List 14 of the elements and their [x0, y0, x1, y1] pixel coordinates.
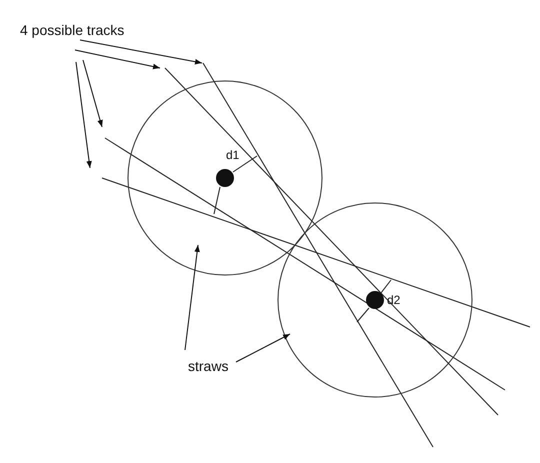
distance-label: d1 — [226, 147, 240, 163]
leader-arrow — [74, 50, 160, 70]
leader-arrow — [80, 40, 202, 64]
track-line — [104, 138, 506, 390]
leader-arrow — [184, 244, 200, 350]
caption-text: straws — [188, 358, 228, 374]
track-line — [164, 68, 498, 416]
straw-circle — [128, 80, 322, 276]
track-line — [102, 178, 530, 328]
caption-text: 4 possible tracks — [20, 22, 124, 38]
leader-arrow — [236, 334, 290, 362]
leader-arrow — [76, 62, 92, 168]
distance-label: d2 — [387, 292, 400, 308]
leader-arrow — [82, 60, 103, 128]
